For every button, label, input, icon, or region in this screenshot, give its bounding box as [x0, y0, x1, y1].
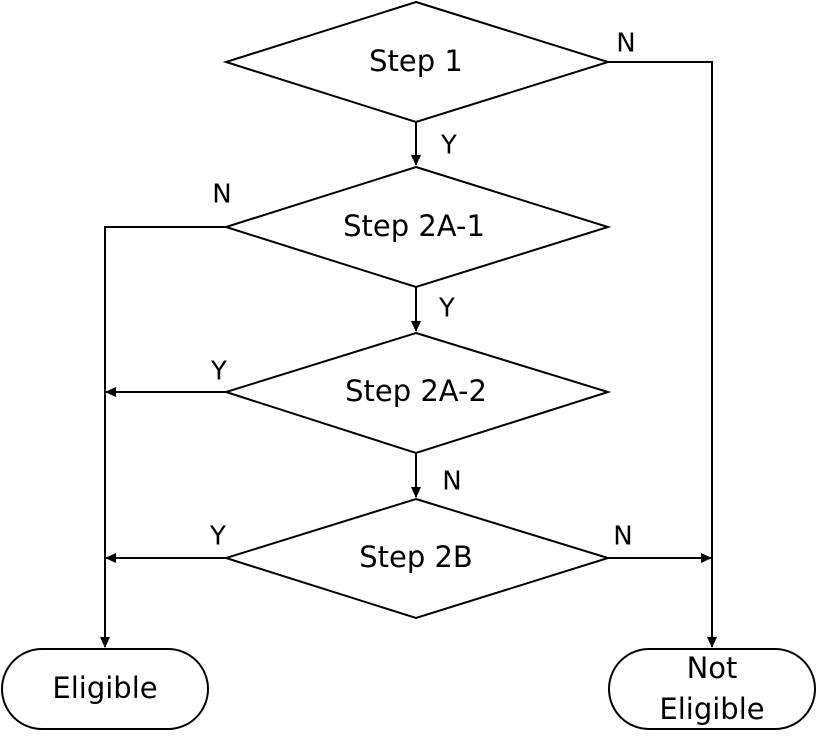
decision-step2b: Step 2B	[222, 497, 612, 620]
decision-step1: Step 1	[222, 0, 612, 124]
label-step1-yes: Y	[440, 131, 457, 161]
label-step2a2-no: N	[442, 467, 461, 497]
label-step2b-yes: Y	[209, 522, 226, 552]
label-step1-no: N	[616, 29, 635, 59]
terminal-eligible: Eligible	[1, 648, 209, 730]
label-step2a2-yes: Y	[210, 357, 227, 387]
decision-step2a1-label: Step 2A-1	[343, 209, 485, 243]
decision-step2a1: Step 2A-1	[222, 165, 612, 289]
decision-step2a2-label: Step 2A-2	[345, 374, 487, 408]
terminal-not-eligible: Not Eligible	[608, 648, 816, 730]
decision-step1-label: Step 1	[369, 44, 463, 78]
terminal-not-eligible-label-line1: Not	[687, 651, 738, 685]
decision-step2a2: Step 2A-2	[222, 331, 612, 455]
decision-step2b-label: Step 2B	[359, 540, 473, 574]
edge-step2a1-to-eligible	[100, 226, 226, 648]
label-step2a1-yes: Y	[438, 294, 455, 324]
label-step2a1-no: N	[212, 180, 231, 210]
edge-step1-to-not-eligible	[608, 61, 717, 648]
terminal-eligible-label: Eligible	[52, 671, 157, 705]
label-step2b-no: N	[613, 522, 632, 552]
terminal-not-eligible-label-line2: Eligible	[659, 692, 764, 726]
